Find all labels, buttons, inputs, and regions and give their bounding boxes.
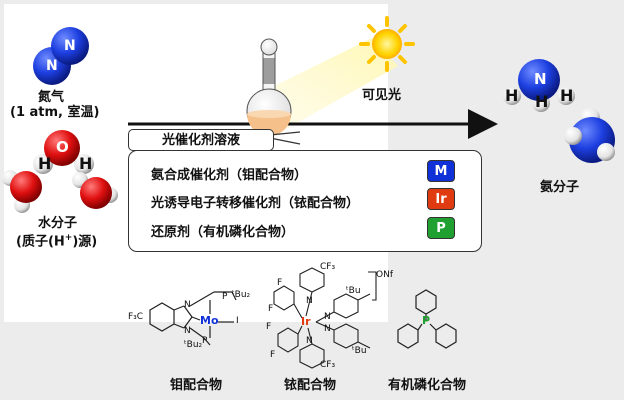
phosphine-structure <box>397 289 457 349</box>
water-molecule-main <box>33 130 94 174</box>
nitrogen-molecule <box>33 27 89 85</box>
ir-metal-label: Ir <box>301 315 311 328</box>
ammonia-h-atom-label-1: H <box>505 86 519 105</box>
ir-tbu2-label: ᵗBu <box>352 346 367 356</box>
ir-tbu1-label: ᵗBu <box>346 286 361 296</box>
water-name: 水分子 <box>38 216 78 231</box>
nitrogen-name: 氮气 <box>38 90 65 105</box>
catalyst-row-reductant: 还原剂（有机磷化合物） <box>151 225 295 240</box>
nitrogen-atom-label-1: N <box>46 58 58 74</box>
badge-mo: M <box>427 160 455 182</box>
hydrogen-atom-label-2: H <box>79 154 93 173</box>
molybdenum-complex-structure <box>149 291 237 346</box>
mo-p2-label: P <box>202 336 208 346</box>
sun-icon <box>359 16 415 72</box>
ir-n3-label: N <box>324 312 331 322</box>
water-molecule-right <box>72 172 118 209</box>
mo-metal-label: Mo <box>200 314 219 327</box>
ir-n4-label: N <box>324 324 331 334</box>
hydrogen-atom-label-1: H <box>38 154 52 173</box>
mo-n2-label: N <box>184 326 191 336</box>
mo-tbu2-label: ᵗBu₂ <box>184 340 203 350</box>
oxygen-atom-label: O <box>56 138 69 156</box>
ammonia-n-atom-label: N <box>534 70 547 88</box>
iridium-complex-structure <box>273 267 377 369</box>
phosphorus-label: P <box>422 314 431 327</box>
mo-complex-caption: 钼配合物 <box>170 378 223 393</box>
ammonia-molecule-main <box>503 59 575 112</box>
ir-f2-label: F <box>268 304 274 314</box>
catalyst-solution-title: 光催化剂溶液 <box>128 129 274 151</box>
ammonia-name: 氨分子 <box>540 180 580 195</box>
badge-ir: Ir <box>427 188 455 210</box>
nitrogen-conditions: (1 atm, 室温) <box>10 105 100 120</box>
water-molecule-left <box>2 170 42 213</box>
visible-light-label: 可见光 <box>362 88 402 103</box>
ammonia-h-atom-label-3: H <box>560 86 574 105</box>
mo-iodide-label: I <box>236 316 239 326</box>
ir-n1-label: N <box>306 296 313 306</box>
nitrogen-atom-label-2: N <box>64 38 76 54</box>
ir-cf3a-label: CF₃ <box>320 262 336 272</box>
phosphine-caption: 有机磷化合物 <box>388 378 467 393</box>
ir-n2-label: N <box>306 336 313 346</box>
water-role: (质子(H+)源) <box>16 233 98 250</box>
mo-cf3-label: F₃C <box>128 312 144 322</box>
catalyst-row-ammonia: 氨合成催化剂（钼配合物） <box>151 168 308 183</box>
ir-f4-label: F <box>270 350 276 360</box>
ir-f3-label: F <box>266 322 272 332</box>
mo-n1-label: N <box>184 300 191 310</box>
mo-p1-label: P <box>222 292 228 302</box>
ir-cf3b-label: CF₃ <box>320 360 336 370</box>
catalyst-row-photoredox: 光诱导电子转移催化剂（铱配合物） <box>151 196 360 211</box>
ir-counterion-label: ONf <box>376 270 393 280</box>
ammonia-h-atom-label-2: H <box>535 92 549 111</box>
ammonia-molecule-secondary <box>564 108 615 163</box>
ir-complex-caption: 铱配合物 <box>284 378 337 393</box>
mo-tbu1-label: ᵗBu₂ <box>232 290 251 300</box>
badge-p: P <box>427 217 455 239</box>
catalyst-solution-box: 氨合成催化剂（钼配合物） M 光诱导电子转移催化剂（铱配合物） Ir 还原剂（有… <box>128 150 482 252</box>
ir-f1-label: F <box>277 278 283 288</box>
